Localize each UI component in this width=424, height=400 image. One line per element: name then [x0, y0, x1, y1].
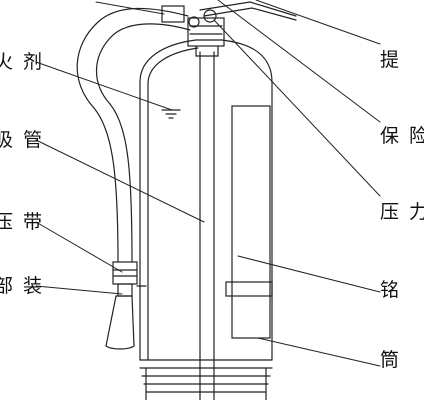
liquid-level-mark — [161, 109, 181, 119]
nameplate — [225, 105, 273, 339]
nozzle — [105, 295, 135, 350]
hose-clamp — [112, 261, 147, 297]
leader-lines-right — [213, 0, 381, 367]
label-nameplate: 铭 — [380, 279, 410, 301]
cylinder-body — [139, 39, 273, 400]
label-cylinder: 筒 — [380, 349, 410, 371]
siphon-tube — [199, 51, 215, 400]
valve-head — [161, 5, 225, 57]
handle — [199, 1, 297, 21]
label-handle: 提 — [380, 49, 410, 71]
label-pressure-gauge: 压力 — [380, 201, 424, 223]
leader-lines-left — [35, 1, 205, 295]
label-pressure-strap: 压带 — [0, 211, 53, 233]
label-siphon-tube: 吸管 — [0, 129, 53, 151]
label-extinguishing-agent: 火剂 — [0, 51, 53, 73]
hose — [76, 7, 191, 263]
label-nozzle-assembly: 部装 — [0, 275, 53, 297]
label-safety-pin: 保险 — [380, 125, 424, 147]
